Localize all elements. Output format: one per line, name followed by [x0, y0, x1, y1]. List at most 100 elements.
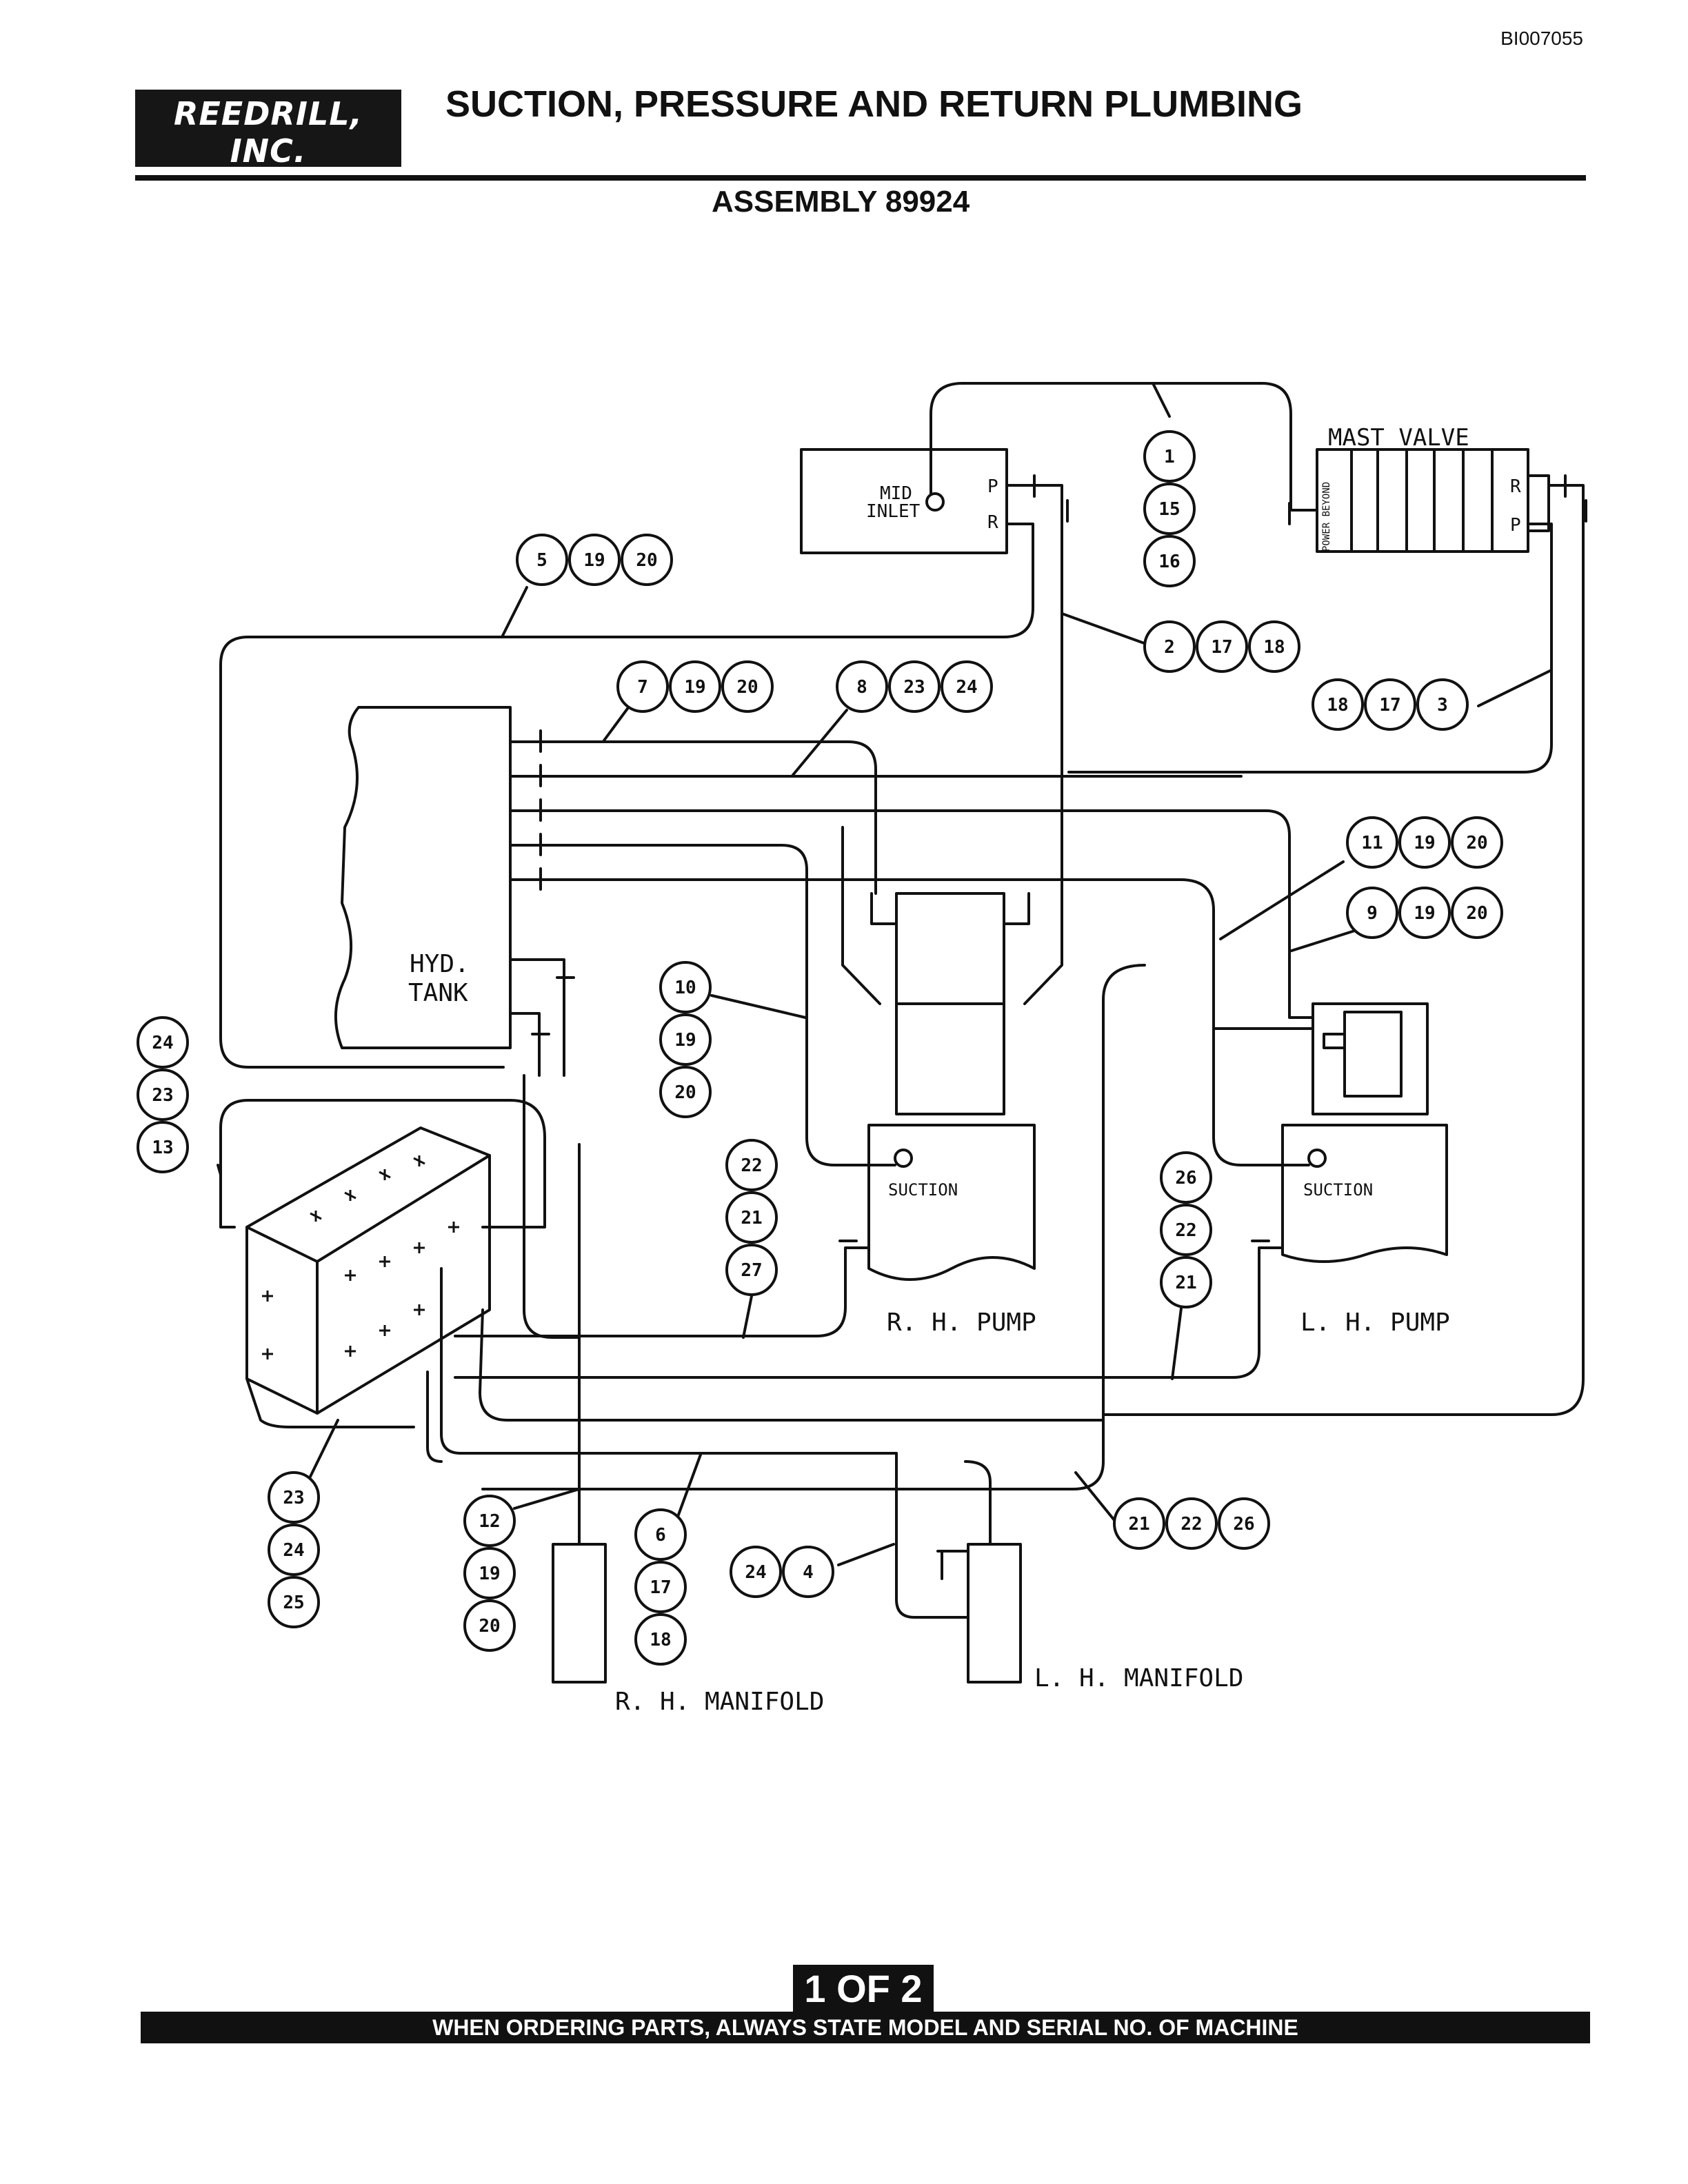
callout-number: 26 [1233, 1514, 1254, 1535]
callout-group-g5: 7 19 20 [616, 660, 774, 713]
callout-number: 21 [1128, 1514, 1149, 1535]
callout-number: 17 [1379, 695, 1400, 716]
callout-balloon [669, 660, 721, 713]
callout-balloon [1451, 816, 1503, 869]
callout-number: 19 [1414, 833, 1435, 853]
callout-number: 18 [1263, 637, 1285, 658]
ordering-note: WHEN ORDERING PARTS, ALWAYS STATE MODEL … [141, 2012, 1590, 2043]
callout-balloon [659, 1013, 712, 1066]
callout-balloon [725, 1191, 778, 1244]
callout-number: 26 [1175, 1168, 1196, 1189]
mast-valve-body [1316, 448, 1529, 553]
rh-manifold [552, 1543, 607, 1684]
lh-manifold [967, 1543, 1022, 1684]
callout-balloon [568, 534, 621, 586]
callout-number: 18 [650, 1630, 671, 1650]
callout-balloon [463, 1547, 516, 1599]
callout-balloon [659, 1066, 712, 1118]
callout-group-g9: 10 19 20 [659, 961, 712, 1118]
callout-number: 16 [1158, 552, 1180, 572]
page-number-badge: 1 OF 2 [793, 1965, 934, 2013]
callout-balloon [268, 1524, 320, 1576]
callout-group-g10: 24 23 13 [137, 1016, 189, 1173]
hyd-tank-label-1: HYD. [410, 950, 470, 978]
callout-balloon [1160, 1151, 1212, 1204]
callout-number: 22 [1180, 1514, 1202, 1535]
lh-pump-label: L. H. PUMP [1300, 1308, 1450, 1337]
callout-number: 20 [1466, 833, 1487, 853]
callout-balloon [1143, 535, 1196, 587]
callout-balloon [659, 961, 712, 1013]
callout-number: 24 [152, 1033, 173, 1053]
callout-number: 27 [741, 1260, 762, 1281]
callout-number: 20 [736, 677, 758, 698]
document-id: BI007055 [1500, 28, 1583, 49]
callout-number: 25 [283, 1593, 304, 1613]
callout-balloon [463, 1599, 516, 1652]
callout-number: 11 [1361, 833, 1383, 853]
callout-balloon [137, 1121, 189, 1173]
callout-number: 1 [1164, 447, 1175, 467]
callout-number: 23 [903, 677, 925, 698]
company-logo: REEDRILL, INC. SHERMAN, TEXAS [135, 90, 401, 192]
port-label-p-mast: P [1510, 515, 1521, 536]
callout-balloon [1398, 887, 1451, 939]
rh-pump [867, 1124, 1036, 1281]
page-title: SUCTION, PRESSURE AND RETURN PLUMBING [445, 83, 1303, 125]
callout-balloon [1196, 620, 1248, 673]
rh-suction-label: SUCTION [888, 1180, 958, 1200]
callout-number: 19 [479, 1564, 500, 1584]
callout-balloon [137, 1069, 189, 1121]
callout-number: 22 [741, 1155, 762, 1176]
callout-number: 17 [650, 1577, 671, 1598]
callout-balloon [634, 1508, 687, 1561]
mid-inlet-label-1: MID [880, 483, 912, 504]
callout-number: 20 [1466, 903, 1487, 924]
mid-inlet-block [800, 448, 1008, 554]
callout-group-g7: 11 19 20 [1346, 816, 1503, 869]
lh-manifold-label: L. H. MANIFOLD [1034, 1664, 1243, 1692]
mast-valve-label: MAST VALVE [1328, 424, 1469, 452]
callout-balloon [268, 1471, 320, 1524]
callout-number: 23 [152, 1085, 173, 1106]
callout-balloon [1398, 816, 1451, 869]
callout-number: 12 [479, 1511, 500, 1532]
callout-balloon [941, 660, 993, 713]
callout-number: 15 [1158, 499, 1180, 520]
callout-balloon [725, 1139, 778, 1191]
callout-balloon [1312, 678, 1364, 731]
callout-group-g11: 22 21 27 [725, 1139, 778, 1296]
oil-cooler [245, 1126, 491, 1415]
header-rule [135, 175, 1586, 181]
callout-number: 18 [1327, 695, 1348, 716]
callout-number: 20 [674, 1082, 696, 1103]
callout-number: 22 [1175, 1220, 1196, 1241]
callout-number: 19 [674, 1030, 696, 1051]
callout-number: 13 [152, 1138, 173, 1158]
callout-number: 21 [741, 1208, 762, 1228]
callout-balloon [725, 1244, 778, 1296]
mid-inlet-label-2: INLET [866, 501, 921, 522]
callout-number: 20 [479, 1616, 500, 1637]
callout-number: 7 [637, 677, 648, 698]
rh-manifold-label: R. H. MANIFOLD [615, 1688, 824, 1716]
callout-balloon [463, 1495, 516, 1547]
callout-number: 5 [536, 550, 547, 571]
callout-balloon [1364, 678, 1416, 731]
callout-number: 24 [745, 1562, 766, 1583]
callout-balloon [836, 660, 888, 713]
callout-number: 17 [1211, 637, 1232, 658]
callout-balloon [137, 1016, 189, 1069]
company-city: SHERMAN, TEXAS [173, 171, 363, 192]
callout-balloon [1346, 887, 1398, 939]
callout-number: 10 [674, 978, 696, 998]
callout-group-g14: 12 19 20 [463, 1495, 516, 1652]
lh-suction-label: SUCTION [1303, 1180, 1373, 1200]
port-label-r-mast: R [1510, 476, 1521, 497]
callout-number: 19 [684, 677, 705, 698]
